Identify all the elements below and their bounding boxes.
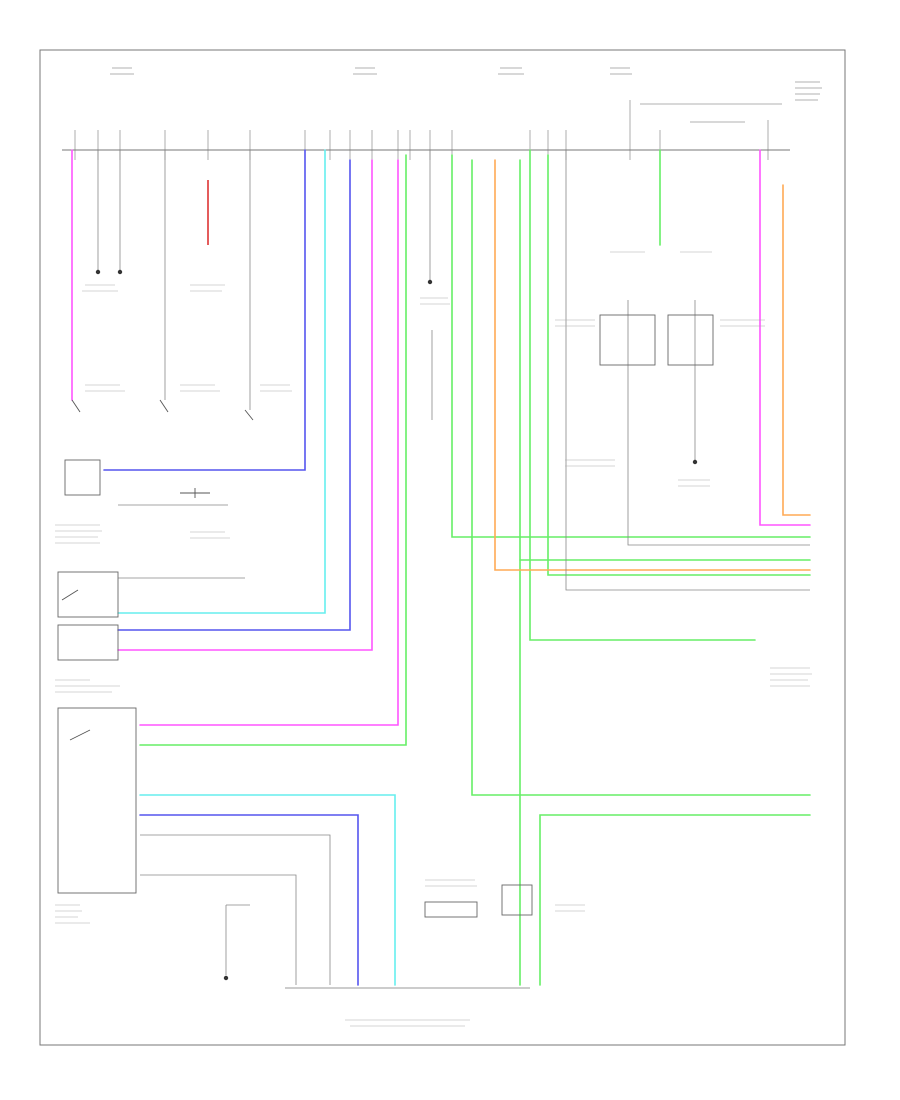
blue-wires <box>103 149 359 986</box>
bus-connector-ticks <box>74 100 769 160</box>
component-box-bottom-center <box>501 884 533 916</box>
switch-symbols <box>61 399 254 741</box>
connector-dots <box>95 269 698 981</box>
component-box-relay-2 <box>667 314 714 366</box>
component-box-switch-1 <box>57 571 119 618</box>
top-source-labels <box>110 67 822 123</box>
diagram-frame <box>39 49 846 1046</box>
cyan-wires <box>117 149 396 986</box>
orange-wires <box>494 159 811 571</box>
gray-wires <box>97 150 810 985</box>
green-wires <box>139 149 811 986</box>
component-box-upper-left <box>64 459 101 496</box>
pink-wires <box>71 149 811 726</box>
connector-bottom-center <box>424 901 478 918</box>
component-box-switch-2 <box>57 624 119 661</box>
component-label-marks <box>55 251 812 1027</box>
component-box-lower-left <box>57 707 137 894</box>
component-box-relay-1 <box>599 314 656 366</box>
